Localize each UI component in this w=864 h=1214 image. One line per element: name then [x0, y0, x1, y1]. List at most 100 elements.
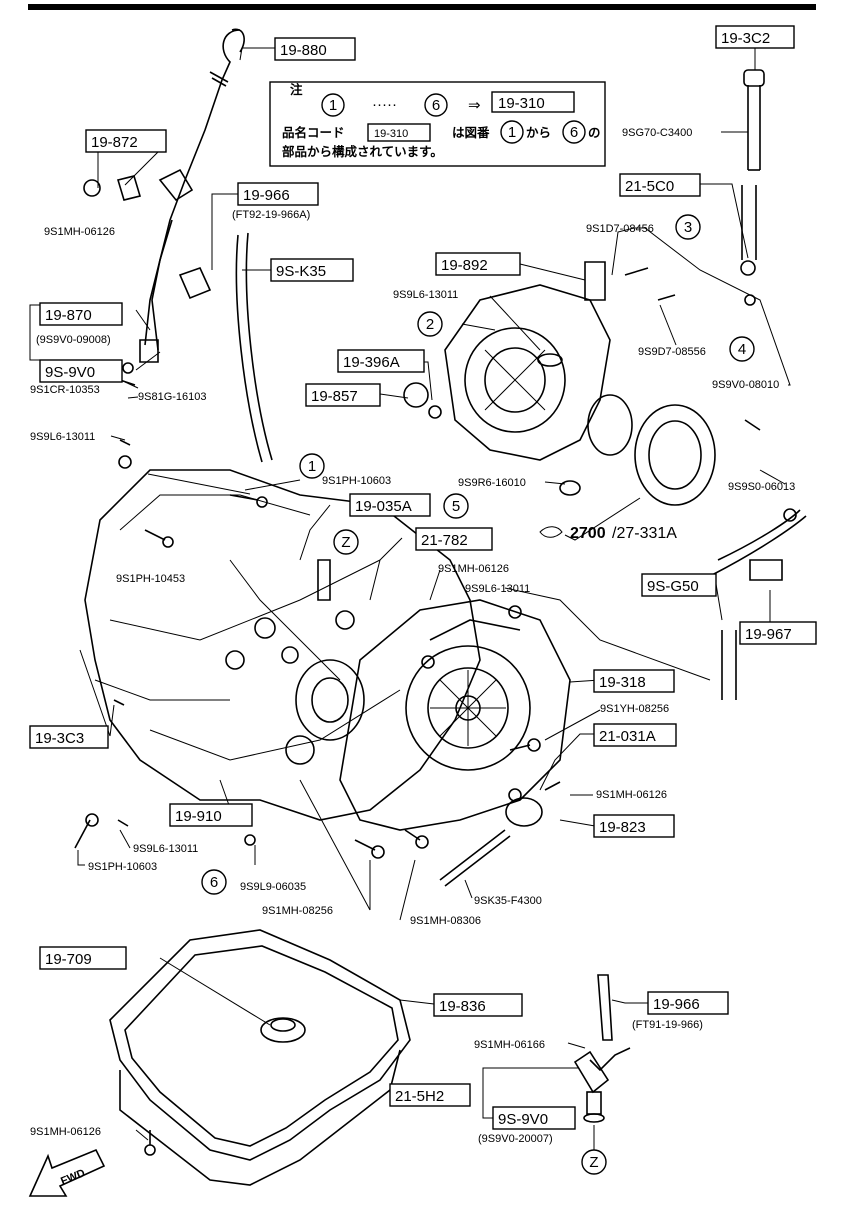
- svg-text:FWD: FWD: [59, 1167, 87, 1188]
- part-number-texts: 9S1MH-06126 9SG70-C3400 9S1D7-08456 9S9L…: [30, 127, 795, 1138]
- svg-text:9S1MH-08256: 9S1MH-08256: [262, 905, 333, 917]
- svg-text:19-709: 19-709: [45, 951, 92, 968]
- svg-text:9S-9V0: 9S-9V0: [498, 1111, 548, 1128]
- label-19-836: 19-836: [433, 993, 523, 1017]
- label-19-966-top: 19-966 (FT92-19-966A): [232, 182, 319, 221]
- svg-text:Z: Z: [589, 1154, 598, 1171]
- svg-text:(FT92-19-966A): (FT92-19-966A): [232, 209, 310, 221]
- svg-text:19-880: 19-880: [280, 42, 327, 59]
- callout-2: 2: [417, 311, 443, 337]
- svg-text:9S9L9-06035: 9S9L9-06035: [240, 881, 306, 893]
- label-19-709: 19-709: [39, 946, 127, 970]
- svg-text:注: 注: [290, 82, 303, 97]
- label-9s-9v0-bottom: 9S-9V0 (9S9V0-20007): [478, 1106, 576, 1145]
- svg-text:9S1MH-06126: 9S1MH-06126: [438, 563, 509, 575]
- svg-text:9S-9V0: 9S-9V0: [45, 364, 95, 381]
- svg-text:21-5H2: 21-5H2: [395, 1088, 444, 1105]
- svg-text:9S81G-16103: 9S81G-16103: [138, 391, 207, 403]
- svg-text:19-3C3: 19-3C3: [35, 730, 84, 747]
- svg-text:9S1PH-10603: 9S1PH-10603: [322, 475, 391, 487]
- svg-text:1: 1: [508, 124, 516, 141]
- transmission-case-drawing: [74, 28, 807, 1186]
- label-9s-9v0-top: 9S-9V0: [39, 359, 123, 383]
- label-19-967: 19-967: [739, 621, 817, 645]
- svg-text:(9S9V0-20007): (9S9V0-20007): [478, 1133, 553, 1145]
- label-9s-k35: 9S-K35: [270, 258, 354, 282]
- svg-text:9S1MH-06126: 9S1MH-06126: [44, 226, 115, 238]
- callout-z-top: Z: [333, 529, 359, 555]
- svg-text:9S9L6-13011: 9S9L6-13011: [30, 431, 95, 443]
- svg-text:1: 1: [329, 97, 337, 114]
- svg-text:19-967: 19-967: [745, 626, 792, 643]
- label-21-5h2: 21-5H2: [389, 1083, 471, 1107]
- svg-text:9S1MH-08306: 9S1MH-08306: [410, 915, 481, 927]
- svg-text:9S1YH-08256: 9S1YH-08256: [600, 703, 669, 715]
- svg-text:19-310: 19-310: [498, 95, 545, 112]
- svg-text:9S1CR-10353: 9S1CR-10353: [30, 384, 100, 396]
- svg-text:19-966: 19-966: [653, 996, 700, 1013]
- svg-text:6: 6: [210, 874, 218, 891]
- label-21-782: 21-782: [415, 527, 493, 551]
- svg-text:19-870: 19-870: [45, 307, 92, 324]
- label-19-3c3: 19-3C3: [29, 725, 109, 749]
- svg-text:9S9L6-13011: 9S9L6-13011: [465, 583, 530, 595]
- svg-text:9S1MH-06166: 9S1MH-06166: [474, 1039, 545, 1051]
- svg-text:21-5C0: 21-5C0: [625, 178, 674, 195]
- svg-text:の: の: [588, 125, 601, 140]
- svg-text:19-3C2: 19-3C2: [721, 30, 770, 47]
- svg-text:9S9L6-13011: 9S9L6-13011: [393, 289, 458, 301]
- label-19-892: 19-892: [435, 252, 521, 276]
- label-19-872: 19-872: [85, 129, 167, 153]
- label-19-318: 19-318: [593, 669, 675, 693]
- svg-text:21-031A: 21-031A: [599, 728, 656, 745]
- svg-text:Z: Z: [341, 534, 350, 551]
- svg-text:19-892: 19-892: [441, 257, 488, 274]
- fwd-arrow-icon: FWD: [28, 1148, 106, 1197]
- svg-text:19-966: 19-966: [243, 187, 290, 204]
- svg-text:9S1PH-10453: 9S1PH-10453: [116, 573, 185, 585]
- svg-text:19-318: 19-318: [599, 674, 646, 691]
- svg-text:9S1MH-06126: 9S1MH-06126: [596, 789, 667, 801]
- label-21-5c0: 21-5C0: [619, 173, 701, 197]
- label-19-966-bottom: 19-966 (FT91-19-966): [632, 991, 729, 1031]
- callout-4: 4: [729, 336, 755, 362]
- svg-text:部品から構成されています。: 部品から構成されています。: [282, 144, 443, 159]
- svg-text:3: 3: [684, 219, 692, 236]
- svg-text:19-396A: 19-396A: [343, 354, 400, 371]
- svg-text:9SG70-C3400: 9SG70-C3400: [622, 127, 692, 139]
- svg-text:は図番: は図番: [452, 125, 490, 140]
- svg-text:品名コード: 品名コード: [282, 125, 345, 140]
- svg-text:9S-G50: 9S-G50: [647, 578, 699, 595]
- label-19-3c2: 19-3C2: [715, 25, 795, 49]
- svg-text:9S-K35: 9S-K35: [276, 263, 326, 280]
- label-19-396a: 19-396A: [337, 349, 425, 373]
- svg-text:6: 6: [570, 124, 578, 141]
- svg-text:1: 1: [308, 458, 316, 475]
- svg-text:9S1PH-10603: 9S1PH-10603: [88, 861, 157, 873]
- svg-text:19-823: 19-823: [599, 819, 646, 836]
- label-19-880: 19-880: [274, 37, 356, 61]
- svg-text:9S9V0-08010: 9S9V0-08010: [712, 379, 779, 391]
- svg-text:/27-331A: /27-331A: [612, 525, 677, 542]
- svg-text:19-857: 19-857: [311, 388, 358, 405]
- svg-text:2700: 2700: [570, 525, 606, 542]
- label-19-857: 19-857: [305, 383, 381, 407]
- svg-text:19-910: 19-910: [175, 808, 222, 825]
- svg-text:9S9S0-06013: 9S9S0-06013: [728, 481, 795, 493]
- label-21-031a: 21-031A: [593, 723, 677, 747]
- svg-text:9S1MH-06126: 9S1MH-06126: [30, 1126, 101, 1138]
- label-9s-g50: 9S-G50: [641, 573, 717, 597]
- label-19-823: 19-823: [593, 814, 675, 838]
- svg-text:9S9D7-08556: 9S9D7-08556: [638, 346, 706, 358]
- top-border: [28, 4, 816, 10]
- svg-text:9S9R6-16010: 9S9R6-16010: [458, 477, 526, 489]
- svg-text:21-782: 21-782: [421, 532, 468, 549]
- label-19-870: 19-870 (9S9V0-09008): [36, 302, 123, 346]
- svg-text:6: 6: [432, 97, 440, 114]
- callout-6: 6: [201, 869, 227, 895]
- callout-3: 3: [675, 214, 701, 240]
- svg-text:19-872: 19-872: [91, 134, 138, 151]
- label-19-035a: 19-035A: [349, 493, 431, 517]
- svg-text:から: から: [526, 125, 551, 140]
